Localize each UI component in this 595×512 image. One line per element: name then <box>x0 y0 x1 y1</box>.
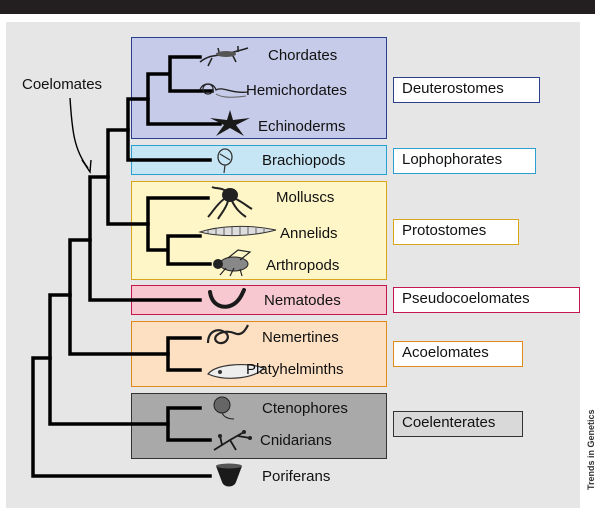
taxon-arthropods: Arthropods <box>266 257 339 274</box>
taxon-nemertines: Nemertines <box>262 329 339 346</box>
taxon-brachiopods: Brachiopods <box>262 152 345 169</box>
group-tag-deuterostomes: Deuterostomes <box>393 77 540 103</box>
nematode-icon <box>206 286 246 312</box>
brachiopod-icon <box>212 146 238 174</box>
taxon-cnidarians: Cnidarians <box>260 432 332 449</box>
coelomates-annotation: Coelomates <box>22 76 102 93</box>
sponge-icon <box>214 462 244 492</box>
acorn-worm-icon <box>196 80 252 102</box>
group-tag-protostomes: Protostomes <box>393 219 519 245</box>
coral-icon <box>210 428 254 454</box>
source-credit: Trends in Genetics <box>586 409 595 490</box>
segmented-worm-icon <box>198 222 278 240</box>
taxon-chordates: Chordates <box>268 47 337 64</box>
lizard-icon <box>198 44 250 68</box>
ribbon-worm-icon <box>202 323 252 353</box>
taxon-hemichordates: Hemichordates <box>246 82 347 99</box>
starfish-icon <box>208 108 252 138</box>
group-tag-acoelomates: Acoelomates <box>393 341 523 367</box>
taxon-annelids: Annelids <box>280 225 338 242</box>
taxon-nematodes: Nematodes <box>264 292 341 309</box>
taxon-echinoderms: Echinoderms <box>258 118 346 135</box>
taxon-platyhelminths: Platyhelminths <box>246 361 344 378</box>
octopus-icon <box>206 183 254 221</box>
group-tag-pseudocoelomates: Pseudocoelomates <box>393 287 580 313</box>
fly-icon <box>204 248 260 278</box>
taxon-ctenophores: Ctenophores <box>262 400 348 417</box>
taxon-poriferans: Poriferans <box>262 468 330 485</box>
comb-jelly-icon <box>210 395 238 421</box>
taxon-molluscs: Molluscs <box>276 189 334 206</box>
group-tag-coelenterates: Coelenterates <box>393 411 523 437</box>
group-tag-lophophorates: Lophophorates <box>393 148 536 174</box>
